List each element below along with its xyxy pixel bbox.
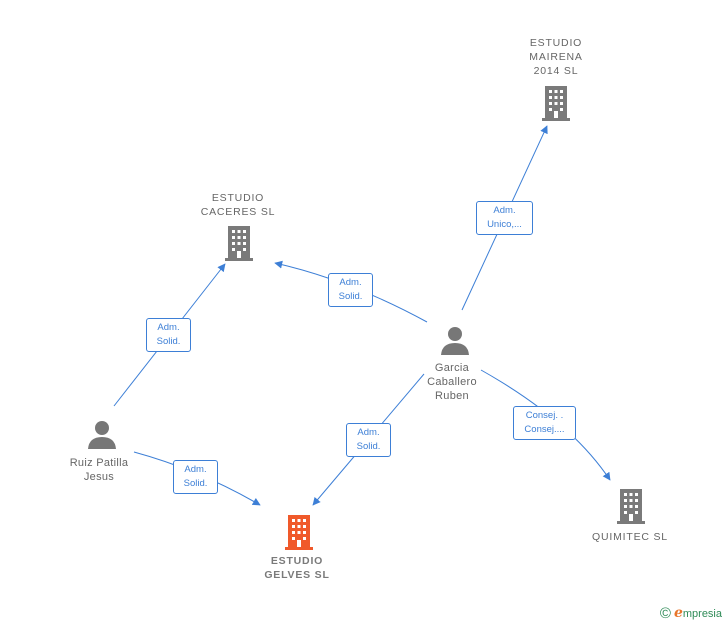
building-icon-focus[interactable] <box>283 514 315 550</box>
person-icon[interactable] <box>87 419 117 449</box>
copyright-icon: © <box>659 605 671 622</box>
node-label-estudio-mairena: ESTUDIO MAIRENA 2014 SL <box>529 37 583 77</box>
node-label-estudio-caceres: ESTUDIO CACERES SL <box>200 192 276 218</box>
person-icon[interactable] <box>440 325 470 355</box>
relation-badge[interactable]: Adm. Solid. <box>328 273 373 307</box>
building-icon[interactable] <box>223 225 255 261</box>
brand-watermark: ©empresia <box>660 605 722 622</box>
building-icon[interactable] <box>540 85 572 121</box>
brand-name: mpresia <box>682 608 722 620</box>
brand-logo-initial: e <box>673 605 683 621</box>
building-icon[interactable] <box>615 488 647 524</box>
node-label-estudio-gelves: ESTUDIO GELVES SL <box>264 555 330 581</box>
relation-badge[interactable]: Adm. Solid. <box>346 423 391 457</box>
relation-badge[interactable]: Adm. Solid. <box>173 460 218 494</box>
relation-badge[interactable]: Consej. . Consej.... <box>513 406 576 440</box>
node-label-ruiz-patilla-jesus: Ruiz Patilla Jesus <box>69 457 129 483</box>
relation-badge[interactable]: Adm. Solid. <box>146 318 191 352</box>
relation-badge[interactable]: Adm. Unico,... <box>476 201 533 235</box>
node-label-garcia-caballero-ruben: Garcia Caballero Ruben <box>427 362 477 402</box>
node-label-quimitec: QUIMITEC SL <box>592 531 668 543</box>
